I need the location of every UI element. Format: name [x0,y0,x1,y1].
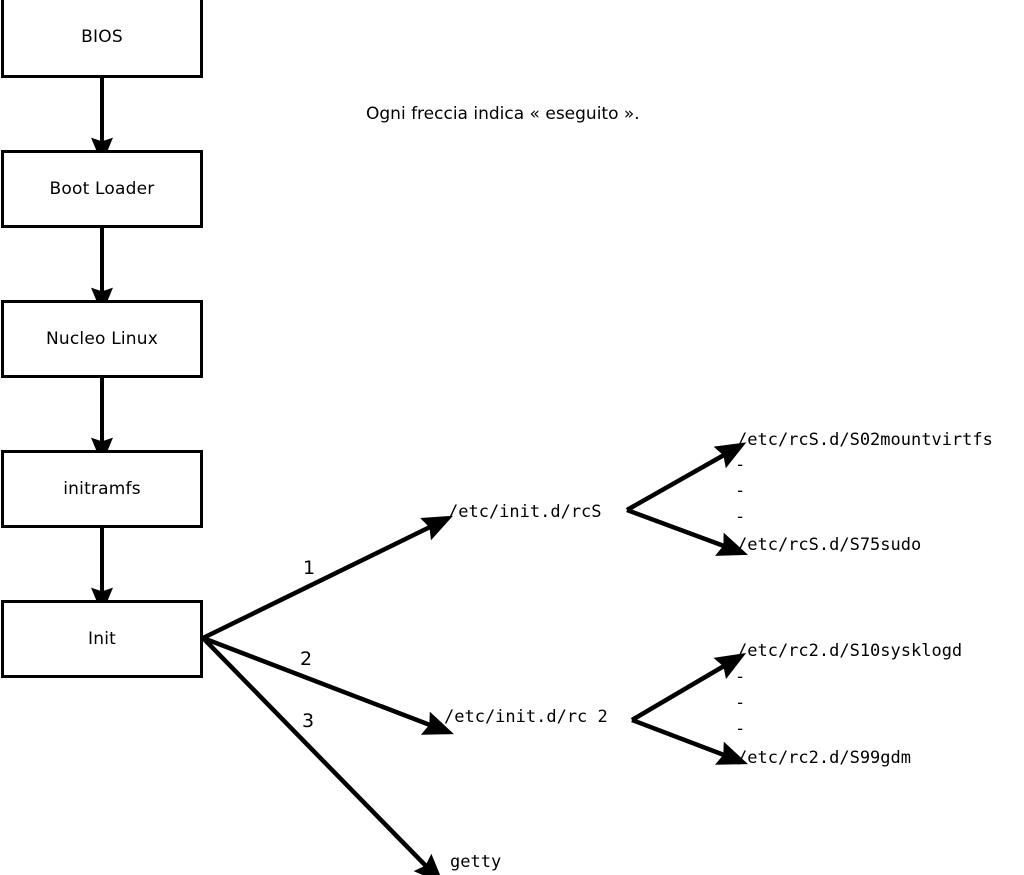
stage-label-boot-loader: Boot Loader [49,178,155,199]
rcs-ellipsis-dash-2: - [735,481,746,501]
stage-box-boot-loader[interactable]: Boot Loader [1,150,203,228]
label-rc2-first-script[interactable]: /etc/rc2.d/S10sysklogd [737,641,963,661]
rcs-ellipsis-dash-3: - [735,507,746,527]
label-rc2-last-script[interactable]: /etc/rc2.d/S99gdm [737,748,911,768]
stage-label-init: Init [88,628,116,649]
stage-box-init[interactable]: Init [1,600,203,678]
arrow-init-branch-1 [202,515,454,641]
stage-box-nucleo-linux[interactable]: Nucleo Linux [1,300,203,378]
stage-label-initramfs: initramfs [63,478,141,499]
stage-box-bios[interactable]: BIOS [1,0,203,78]
arrow-rcs-to-first-script [625,442,747,512]
label-init-d-rcs[interactable]: /etc/init.d/rcS [448,502,602,522]
stage-box-initramfs[interactable]: initramfs [1,450,203,528]
stage-label-nucleo-linux: Nucleo Linux [45,328,159,349]
arrow-rc2-to-last-script [631,717,748,765]
label-getty[interactable]: getty [450,852,502,872]
arrow-rcs-to-last-script [626,507,749,556]
branch-number-2: 2 [300,648,313,670]
rc2-ellipsis-dash-1: - [735,667,746,687]
diagram-caption: Ogni freccia indica « eseguito ». [366,104,640,124]
rc2-ellipsis-dash-3: - [735,719,746,739]
stage-label-bios: BIOS [81,27,123,47]
label-rcs-last-script[interactable]: /etc/rcS.d/S75sudo [737,535,922,555]
arrow-init-branch-2 [202,635,454,735]
branch-number-1: 1 [303,557,316,579]
label-init-d-rc2[interactable]: /etc/init.d/rc 2 [444,707,608,727]
label-rcs-first-script[interactable]: /etc/rcS.d/S02mountvirtfs [737,430,993,450]
rcs-ellipsis-dash-1: - [735,455,746,475]
arrow-init-branch-3 [201,636,444,875]
arrow-rc2-to-first-script [630,653,747,722]
rc2-ellipsis-dash-2: - [735,693,746,713]
branch-number-3: 3 [302,710,315,732]
